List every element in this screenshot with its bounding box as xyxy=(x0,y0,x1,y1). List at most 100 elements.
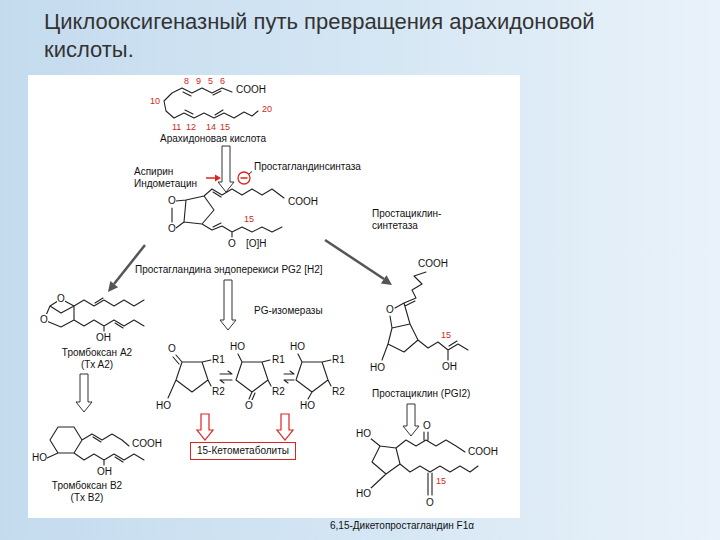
red-hollow-arrow xyxy=(277,414,293,440)
locant-number: 15 xyxy=(436,476,446,487)
locant-number: 8 xyxy=(184,76,189,87)
atom-label-text: O xyxy=(168,223,176,234)
atom-label-text: R2 xyxy=(332,386,345,397)
hollow-arrow xyxy=(218,146,234,192)
atom-label-text: O xyxy=(40,314,48,325)
slide-title: Циклооксигеназный путь превращения арахи… xyxy=(44,8,684,63)
enzyme-name: Простагландинсинтаза xyxy=(254,161,361,173)
chemical-structures xyxy=(44,88,478,495)
locant-number-text: 15 xyxy=(244,214,254,224)
locant-number: 20 xyxy=(262,104,272,115)
hollow-arrow xyxy=(403,404,419,436)
branch-arrowhead xyxy=(381,275,392,285)
atom-label-text: R2 xyxy=(212,386,225,397)
atom-label: HO xyxy=(290,341,305,353)
atom-label: R2 xyxy=(332,386,345,398)
atom-label: R1 xyxy=(332,354,345,366)
atom-label: O xyxy=(426,497,434,509)
compound-name-text: Тромбоксан А2 (Tx A2) xyxy=(62,347,132,370)
atom-label-text: R1 xyxy=(332,354,345,365)
compound-name: 6,15-Дикетопростагландин F1α xyxy=(330,520,474,532)
diketo-prostaglandin-structure xyxy=(370,432,478,495)
equilibrium-arrows xyxy=(220,371,294,383)
enzyme-name-text: PG-изомеразы xyxy=(254,305,323,316)
compound-name: Простагландина эндоперекиси PG2 [H2] xyxy=(135,264,323,276)
locant-number-text: 10 xyxy=(150,96,160,106)
compound-name: Тромбоксан А2 (Tx A2) xyxy=(54,347,140,371)
locant-number-text: 12 xyxy=(186,122,196,132)
atom-label-text: OH xyxy=(96,332,111,343)
atom-label: O xyxy=(57,293,65,305)
locant-number-text: 15 xyxy=(441,330,451,340)
atom-label-text: R1 xyxy=(272,354,285,365)
inhibition-circle xyxy=(238,172,250,184)
atom-label-text: O xyxy=(57,293,65,304)
atom-label-text: R1 xyxy=(212,354,225,365)
atom-label: HO xyxy=(356,428,371,440)
locant-number-text: 11 xyxy=(172,122,181,132)
inhibition-line xyxy=(206,177,216,179)
atom-label: COOH xyxy=(288,196,318,208)
atom-label: O xyxy=(168,195,176,207)
atom-label-text: OH xyxy=(97,466,112,477)
branch-arrowhead xyxy=(108,281,118,292)
leader-line xyxy=(249,172,252,175)
endoperoxide-structure xyxy=(172,189,284,237)
locant-number: 9 xyxy=(196,76,201,87)
enzyme-name-text: Простагландинсинтаза xyxy=(254,161,361,172)
atom-label-text: HO xyxy=(300,400,315,411)
locant-number: 10 xyxy=(150,96,160,107)
box-text: 15-Кетометаболиты xyxy=(197,445,289,457)
atom-label: O xyxy=(245,400,253,412)
atom-label-text: R2 xyxy=(272,386,285,397)
compound-name-text: Простациклин (PGI2) xyxy=(372,388,470,399)
atom-label: [O]H xyxy=(246,238,267,250)
atom-label-text: COOH xyxy=(132,438,162,449)
process-box: 15-Кетометаболиты xyxy=(190,442,296,460)
atom-label-text: COOH xyxy=(236,84,266,95)
atom-label: R1 xyxy=(272,354,285,366)
atom-label: R1 xyxy=(212,354,225,366)
atom-label-text: O xyxy=(386,304,394,315)
locant-number: 14 xyxy=(206,122,216,133)
atom-label-text: COOH xyxy=(288,196,318,207)
atom-label: O xyxy=(168,343,176,355)
compound-name: Тромбоксан В2 (Tx B2) xyxy=(44,480,130,504)
atom-label-text: COOH xyxy=(418,258,448,269)
locant-number-text: 5 xyxy=(208,76,213,86)
atom-label: HO xyxy=(230,341,245,353)
enzyme-name: PG-изомеразы xyxy=(254,305,323,317)
atom-label-text: [O]H xyxy=(246,238,267,249)
isomerase-structures xyxy=(168,354,331,400)
atom-label-text: O xyxy=(168,195,176,206)
atom-label: OH xyxy=(97,466,112,478)
inhibition-arrowhead xyxy=(215,175,221,182)
atom-label-text: HO xyxy=(290,341,305,352)
atom-label: COOH xyxy=(418,258,448,270)
prostacyclin-structure xyxy=(382,272,468,360)
locant-number-text: 15 xyxy=(436,476,446,486)
compound-name-text: 6,15-Дикетопростагландин F1α xyxy=(330,520,474,531)
compound-name: Простациклин (PGI2) xyxy=(372,388,470,400)
thromboxane-b2-structure xyxy=(47,427,144,465)
atom-label: HO xyxy=(32,452,47,464)
atom-label-text: OH xyxy=(442,361,457,372)
atom-label-text: O xyxy=(245,400,253,411)
inhibitor-name-text: Аспирин Индометацин xyxy=(134,166,197,189)
branch-arrow-line xyxy=(325,240,384,279)
locant-number: 11 xyxy=(172,122,181,133)
atom-label: O xyxy=(386,304,394,316)
hollow-arrow xyxy=(220,280,236,330)
compound-name: Арахидоновая кислота xyxy=(160,133,266,145)
atom-label: COOH xyxy=(468,446,498,458)
locant-number: 12 xyxy=(186,122,196,133)
atom-label-text: HO xyxy=(32,452,47,463)
locant-number-text: 6 xyxy=(220,76,225,86)
atom-label: HO xyxy=(356,488,371,500)
atom-label: COOH xyxy=(132,438,162,450)
locant-number: 5 xyxy=(208,76,213,87)
atom-label-text: O xyxy=(423,420,431,431)
locant-number-text: 20 xyxy=(262,104,272,114)
